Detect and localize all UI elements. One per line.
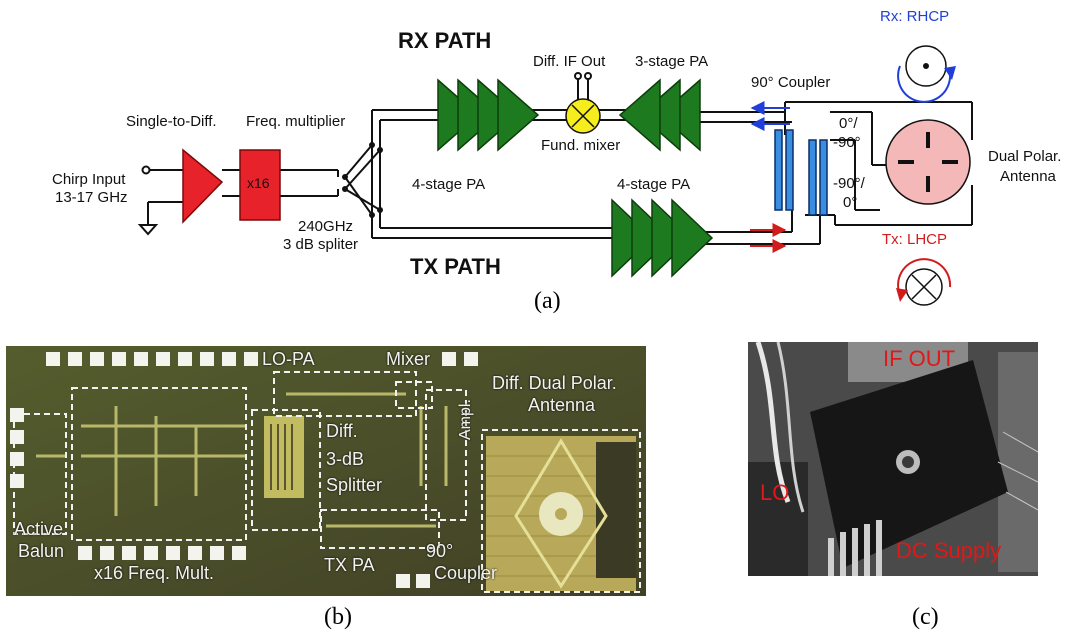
antenna-label-1: Dual Polar. [988,148,1061,165]
block-diagram [0,0,1082,330]
coupler-label-1: 90° [426,542,453,561]
90-degree-coupler [775,130,827,215]
dual-polar-antenna [886,120,970,204]
splitter-freq-label: 240GHz [298,218,353,235]
ampl-label: Ampl. [458,399,475,440]
caption-b: (b) [324,604,352,632]
multiplier-factor-label: x16 [247,175,270,191]
tx-4-stage-pa [612,200,712,276]
rx-4-stage-pa [438,80,538,150]
rx-3-stage-pa [620,80,700,150]
splitter-name-label: 3 dB spliter [283,236,358,253]
rx-3-stage-pa-label: 3-stage PA [635,53,708,70]
single-to-diff-balun [183,150,222,222]
phase-bot-2: 0° [843,194,857,211]
rhcp-symbol [898,46,956,102]
tx-lhcp-label: Tx: LHCP [882,231,947,248]
active-label: Active [14,520,63,539]
phase-top-2: -90° [833,134,861,151]
tx-path-label: TX PATH [410,254,501,279]
chirp-range-label: 13-17 GHz [55,189,128,206]
fundamental-mixer [566,99,600,133]
lo-pa-label: LO-PA [262,350,315,369]
fund-mixer-label: Fund. mixer [541,137,620,154]
diff-dual-polar-label-1: Diff. Dual Polar. [492,374,617,393]
mixer-label: Mixer [386,350,430,369]
freq-multiplier-label: Freq. multiplier [246,113,345,130]
rx-rhcp-label: Rx: RHCP [880,8,949,25]
antenna-label-2: Antenna [1000,168,1056,185]
freq-mult-label: x16 Freq. Mult. [94,564,214,583]
tx-4-stage-pa-label: 4-stage PA [617,176,690,193]
splitter-label-3: Splitter [326,476,382,495]
tx-pa-label: TX PA [324,556,375,575]
rx-path-label: RX PATH [398,28,491,53]
splitter-label-1: Diff. [326,422,358,441]
single-to-diff-label: Single-to-Diff. [126,113,217,130]
if-out-label: IF OUT [883,346,955,372]
coupler-label-2: Coupler [434,564,497,583]
balun-label: Balun [18,542,64,561]
lhcp-symbol [896,259,950,305]
module-photo: IF OUT LO DC Supply [748,342,1038,576]
splitter-label-2: 3-dB [326,450,364,469]
caption-c: (c) [912,604,939,632]
phase-top-1: 0°/ [839,115,858,132]
caption-a: (a) [534,288,561,316]
dc-supply-label: DC Supply [896,538,1001,564]
diff-if-out-label: Diff. IF Out [533,53,605,70]
chip-micrograph: LO-PA Mixer Diff. Dual Polar. Antenna Am… [6,346,646,596]
diff-dual-polar-label-2: Antenna [528,396,595,415]
coupler-label: 90° Coupler [751,74,830,91]
rx-4-stage-pa-label: 4-stage PA [412,176,485,193]
lo-label: LO [760,480,789,506]
phase-bot-1: -90°/ [833,175,865,192]
chirp-input-label: Chirp Input [52,171,125,188]
